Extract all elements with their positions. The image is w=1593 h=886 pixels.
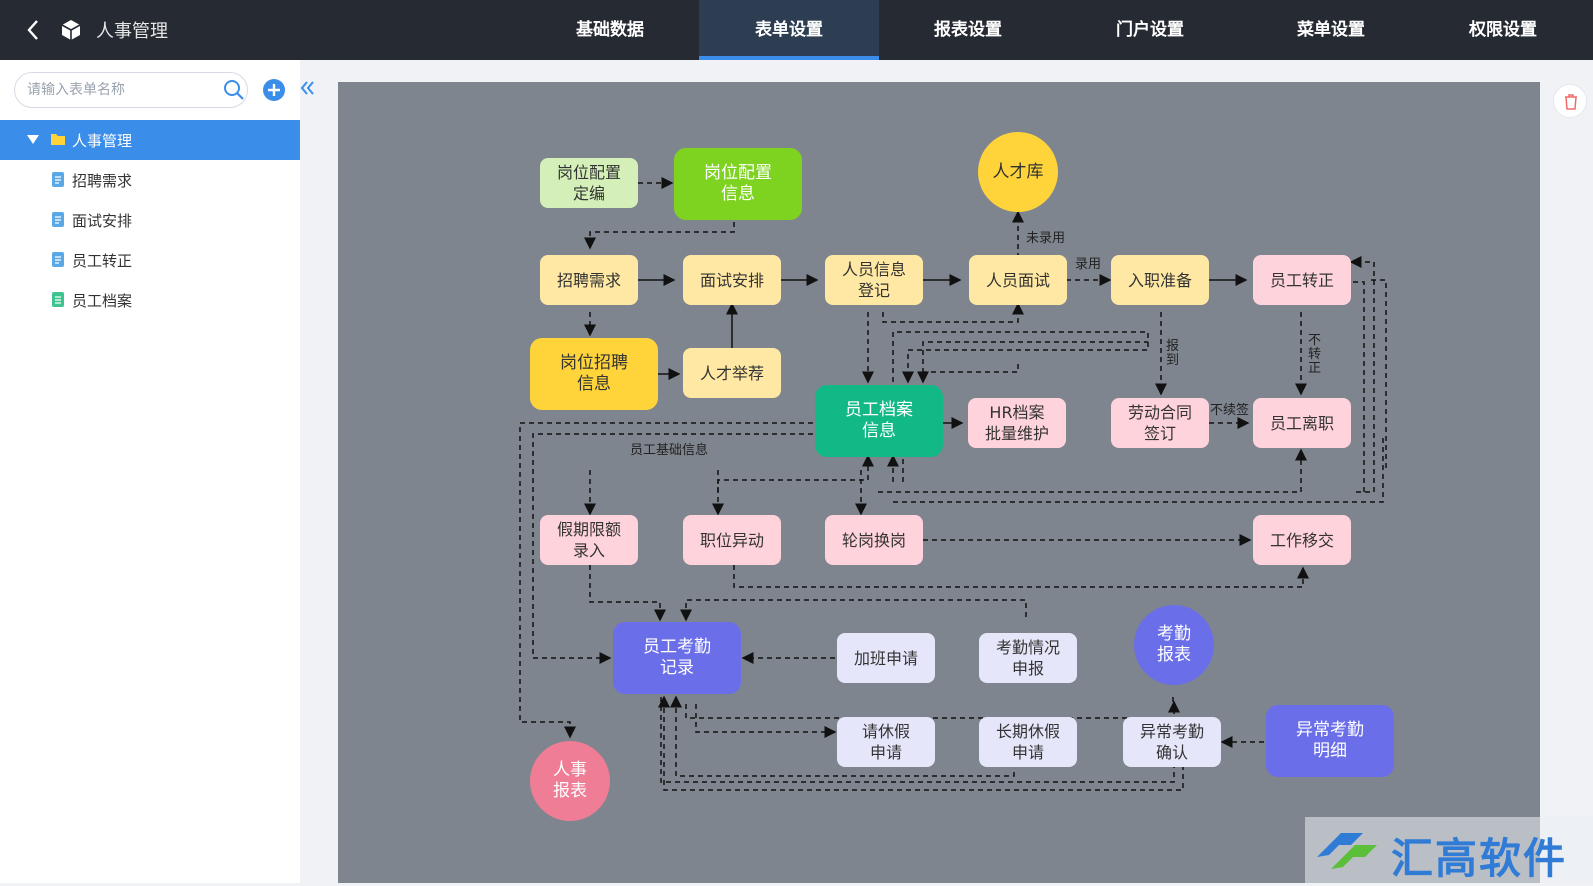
sidebar	[0, 60, 300, 883]
edge-label-no-regular: 不 转 正	[1308, 333, 1322, 376]
tree-root-hr[interactable]: 人事管理	[0, 120, 300, 160]
node-rotation[interactable]: 轮岗换岗	[825, 515, 923, 565]
node-pos-recruit[interactable]: 岗位招聘 信息	[530, 338, 658, 410]
tree-root-label: 人事管理	[72, 132, 133, 150]
delete-button[interactable]	[1553, 84, 1587, 118]
tab-label: 菜单设置	[1297, 20, 1365, 40]
tab-label: 权限设置	[1469, 20, 1537, 40]
tab-label: 基础数据	[576, 20, 644, 40]
edge-label-report-in: 报 到	[1166, 339, 1180, 368]
search-box	[14, 72, 248, 108]
top-nav-bar: 人事管理 基础数据 表单设置 报表设置 门户设置 菜单设置 权限设置	[0, 0, 1593, 60]
folder-icon	[51, 134, 65, 145]
tree-item-label: 面试安排	[72, 212, 133, 230]
node-attendance-report-form[interactable]: 考勤情况 申报	[979, 633, 1077, 683]
node-leave-quota[interactable]: 假期限额 录入	[540, 515, 638, 565]
node-long-leave[interactable]: 长期休假 申请	[979, 717, 1077, 767]
tree-item-label: 员工档案	[72, 292, 133, 310]
node-emp-archive[interactable]: 员工档案 信息	[815, 385, 943, 457]
node-talent-pool[interactable]: 人才库	[978, 132, 1058, 212]
flow-canvas: 岗位配置 定编 岗位配置 信息 人才库 招聘需求 面试安排 人员信息 登记 人员…	[338, 82, 1540, 883]
edge-label-no-renew: 不续签	[1210, 403, 1250, 418]
node-talent-recommend[interactable]: 人才举荐	[683, 348, 781, 398]
collapse-sidebar-icon[interactable]	[299, 78, 319, 102]
node-hr-batch[interactable]: HR档案 批量维护	[968, 398, 1066, 448]
trash-icon	[1565, 94, 1577, 110]
node-overtime[interactable]: 加班申请	[837, 633, 935, 683]
node-pos-info[interactable]: 岗位配置 信息	[674, 148, 802, 220]
cube-logo-icon	[60, 18, 82, 42]
node-leave-apply[interactable]: 请休假 申请	[837, 717, 935, 767]
tab-portal-settings[interactable]: 门户设置	[1060, 0, 1240, 60]
node-emp-leave[interactable]: 员工离职	[1253, 398, 1351, 448]
edge-label-basic-info: 员工基础信息	[630, 443, 709, 458]
tree-item-interview[interactable]: 面试安排	[0, 200, 300, 240]
flow-connectors	[519, 177, 1387, 791]
tab-menu-settings[interactable]: 菜单设置	[1241, 0, 1421, 60]
node-handover[interactable]: 工作移交	[1253, 515, 1351, 565]
node-labor-contract[interactable]: 劳动合同 签订	[1111, 398, 1209, 448]
search-input[interactable]	[27, 80, 207, 100]
form-doc-icon	[52, 172, 64, 187]
edge-label-hired: 录用	[1075, 257, 1102, 272]
node-person-interview[interactable]: 人员面试	[969, 255, 1067, 305]
watermark-text: 汇高软件	[1391, 834, 1568, 883]
tab-label: 表单设置	[755, 20, 823, 40]
list-doc-icon	[52, 292, 64, 307]
tab-basic-data[interactable]: 基础数据	[520, 0, 700, 60]
tab-permission-settings[interactable]: 权限设置	[1413, 0, 1593, 60]
add-form-button[interactable]	[262, 78, 286, 106]
node-hr-report[interactable]: 人事 报表	[530, 741, 610, 821]
node-person-register[interactable]: 人员信息 登记	[825, 255, 923, 305]
node-pos-edit[interactable]: 岗位配置 定编	[540, 158, 638, 208]
tab-label: 报表设置	[934, 20, 1002, 40]
brand-watermark: 汇高软件	[1305, 817, 1593, 883]
tree-item-archive[interactable]: 员工档案	[0, 280, 300, 320]
tab-label: 门户设置	[1116, 20, 1184, 40]
tree-item-label: 员工转正	[72, 252, 133, 270]
search-icon[interactable]	[223, 79, 245, 105]
node-attendance-record[interactable]: 员工考勤 记录	[613, 622, 741, 694]
tree-item-recruit[interactable]: 招聘需求	[0, 160, 300, 200]
brand-logo-icon	[1317, 833, 1377, 869]
node-onboard-prep[interactable]: 入职准备	[1111, 255, 1209, 305]
form-doc-icon	[52, 212, 64, 227]
edge-label-not-hired: 未录用	[1026, 231, 1066, 246]
node-pos-change[interactable]: 职位异动	[683, 515, 781, 565]
caret-down-icon[interactable]	[26, 134, 40, 146]
tab-report-settings[interactable]: 报表设置	[878, 0, 1058, 60]
node-abnormal-detail[interactable]: 异常考勤 明细	[1266, 705, 1394, 777]
tab-form-settings[interactable]: 表单设置	[699, 0, 879, 60]
tree-item-label: 招聘需求	[72, 172, 133, 190]
app-title: 人事管理	[96, 21, 168, 42]
form-doc-icon	[52, 252, 64, 267]
node-attendance-stats[interactable]: 考勤 报表	[1134, 605, 1214, 685]
node-recruit-need[interactable]: 招聘需求	[540, 255, 638, 305]
back-arrow-icon[interactable]	[26, 18, 46, 42]
tree-item-regular[interactable]: 员工转正	[0, 240, 300, 280]
node-emp-regular[interactable]: 员工转正	[1253, 255, 1351, 305]
node-abnormal-confirm[interactable]: 异常考勤 确认	[1123, 717, 1221, 767]
node-interview-plan[interactable]: 面试安排	[683, 255, 781, 305]
